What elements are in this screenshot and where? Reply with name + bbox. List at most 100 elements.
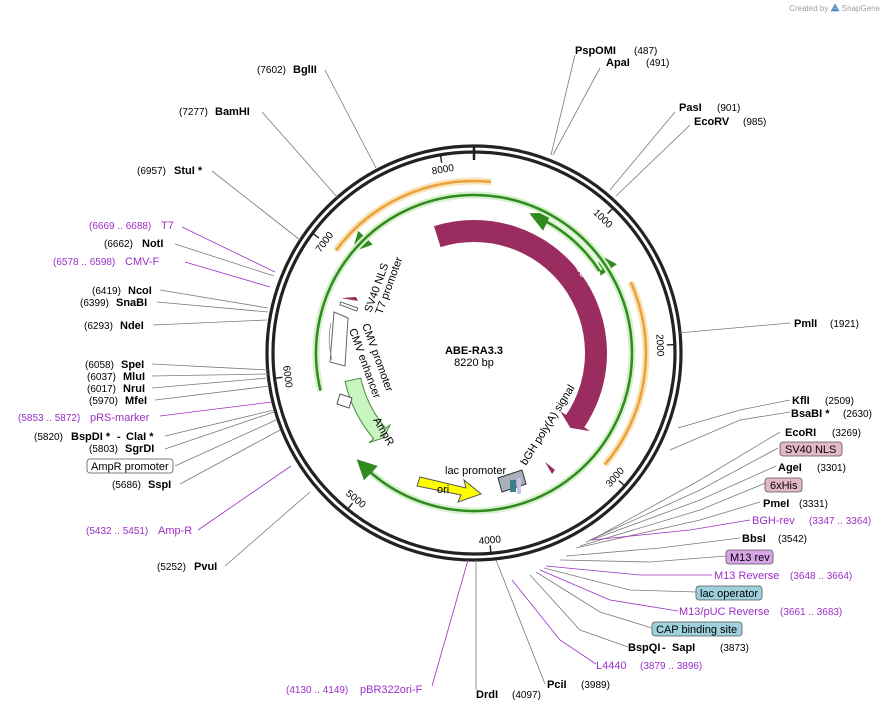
ring-tick-label: 2000 [653,334,665,357]
site-label: PmlI [794,318,817,330]
site-label-sep: - [662,642,666,654]
site-pos: (3331) [799,499,828,510]
site-label: PciI [547,679,567,691]
primer-pos: (6669 .. 6688) [89,221,151,232]
site-label: SspI [148,479,171,491]
small-features [328,297,555,494]
site-label: BamHI [215,106,250,118]
t7-promoter-arrow [339,301,359,312]
ring-tick [489,545,492,554]
cmv-promoter-box [329,311,349,367]
credit-text: Created by [789,4,829,13]
site-label: NruI [123,383,145,395]
site-label: AgeI [778,462,802,474]
primer-label: pRS-marker [90,412,150,424]
feature-box-label: 6xHis [770,480,798,492]
site-pos: (1921) [830,319,859,330]
primer-pos: (4130 .. 4149) [286,685,348,696]
plasmid-length: 8220 bp [454,357,494,369]
site-pos: (3301) [817,463,846,474]
labels-right-cluster: EcoRI (3269) SV40 NLS AgeI (3301) 6xHis … [476,427,871,701]
site-label: BglII [293,64,317,76]
site-pos: (3989) [581,680,610,691]
feature-box-label: AmpR promoter [91,461,169,473]
feature-box-lac-operator [695,585,763,601]
sv40-nls-arrow [341,297,358,301]
site-label: MluI [123,371,145,383]
snapgene-logo: ⟁ [830,3,840,14]
feature-arc-orange [603,281,648,466]
site-pos: (6058) [85,360,114,371]
feature-box-label: M13 rev [730,552,770,564]
feature-box-cap [651,621,743,637]
site-pos: (2630) [843,409,872,420]
ring-tick [312,232,320,239]
feature-box-label: CAP binding site [656,624,737,636]
site-label: PmeI [763,498,789,510]
ring-tick-label: 7000 [314,230,336,255]
primer-pos: (5853 .. 5872) [18,413,80,424]
feature-arc-green [529,212,601,272]
ring-tick [274,376,283,379]
site-label: PspOMI [575,45,616,57]
ampr-promoter-box [336,393,353,409]
site-pos: (3873) [720,643,749,654]
feature-arc-orange [334,179,492,252]
labels-left: (7602) BglII (7277) BamHI (6957) StuI * … [18,64,423,696]
site-pos: (6662) [104,239,133,250]
site-pos: (487) [634,46,657,57]
lac-operator-mark [510,480,516,492]
site-label: PvuI [194,561,217,573]
primer-pos: (5432 .. 5451) [86,526,148,537]
primer-pos: (6578 .. 6598) [53,257,115,268]
primer-pos: (3347 .. 3364) [809,516,871,527]
primer-label: BGH-rev [752,515,795,527]
labels-top-right: PspOMI (487) ApaI (491) PasI (901) EcoRV… [575,45,872,420]
site-label: EcoRI [785,427,816,439]
feature-arc-cas9 [433,220,607,429]
site-pos: (7602) [257,65,286,76]
site-label: NdeI [120,320,144,332]
feature-box-6xhis [764,477,803,493]
site-pos: (6399) [80,298,109,309]
site-pos: (6957) [137,166,166,177]
credit-brand: SnapGene [841,4,880,13]
primer-label: CMV-F [125,256,160,268]
feature-arc-ampr [344,377,391,444]
feature-box-sv40 [779,441,843,457]
label-ori: ori [437,484,449,496]
ring-tick [347,502,354,510]
site-label-sep: - [117,431,121,443]
features [312,177,650,515]
primer-label: M13 Reverse [714,570,779,582]
site-label: ApaI [606,57,630,69]
site-pos: (3269) [832,428,861,439]
ring-tick [439,154,443,163]
site-pos: (7277) [179,107,208,118]
bgh-arrow-tip [545,462,555,474]
site-label: EcoRV [694,116,730,128]
site-pos: (491) [646,58,669,69]
site-label: SnaBI [116,297,147,309]
feature-arrowhead-cas9 [560,411,591,432]
site-pos: (5820) [34,432,63,443]
site-label: PasI [679,102,702,114]
ring-tick [618,480,626,487]
site-pos: (901) [717,103,740,114]
site-pos: (6293) [84,321,113,332]
site-pos: (6037) [87,372,116,383]
site-label: BsaBI * [791,408,830,420]
site-pos: (6017) [87,384,116,395]
site-label: SapI [672,642,695,654]
feature-box-label: lac operator [700,588,758,600]
site-label: SgrDI [125,443,154,455]
site-pos: (5686) [112,480,141,491]
site-pos: (5970) [89,396,118,407]
site-pos: (3542) [778,534,807,545]
site-pos: (5803) [89,444,118,455]
primer-pos: (3648 .. 3664) [790,571,852,582]
leader-lines [151,54,791,690]
ring-tick-label: 6000 [280,365,294,389]
